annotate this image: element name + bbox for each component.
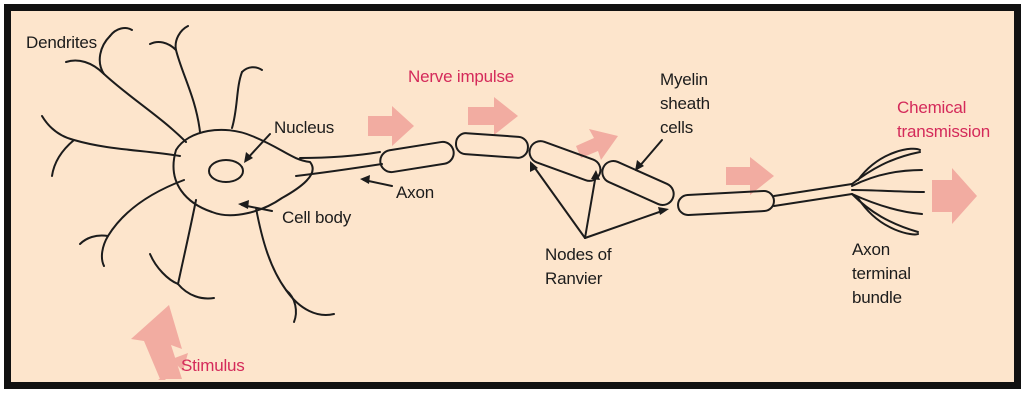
nerve-impulse-label: Nerve impulse [408,65,514,89]
nodes-label-line-1: Nodes of [545,243,611,267]
myelin-label-line-3: cells [660,116,693,140]
myelin-label-line-2: sheath [660,92,710,116]
nucleus-label: Nucleus [274,116,334,140]
cell-body-label: Cell body [282,206,351,230]
terminal-label-line-2: terminal [852,262,911,286]
stimulus-label: Stimulus [181,354,245,378]
axon-label: Axon [396,181,434,205]
chemical-label-line-2: transmission [897,120,990,144]
myelin-label-line-1: Myelin [660,68,708,92]
terminal-label-line-3: bundle [852,286,902,310]
chemical-label-line-1: Chemical [897,96,966,120]
terminal-label-line-1: Axon [852,238,890,262]
dendrites-label: Dendrites [26,31,97,55]
nodes-label-line-2: Ranvier [545,267,602,291]
